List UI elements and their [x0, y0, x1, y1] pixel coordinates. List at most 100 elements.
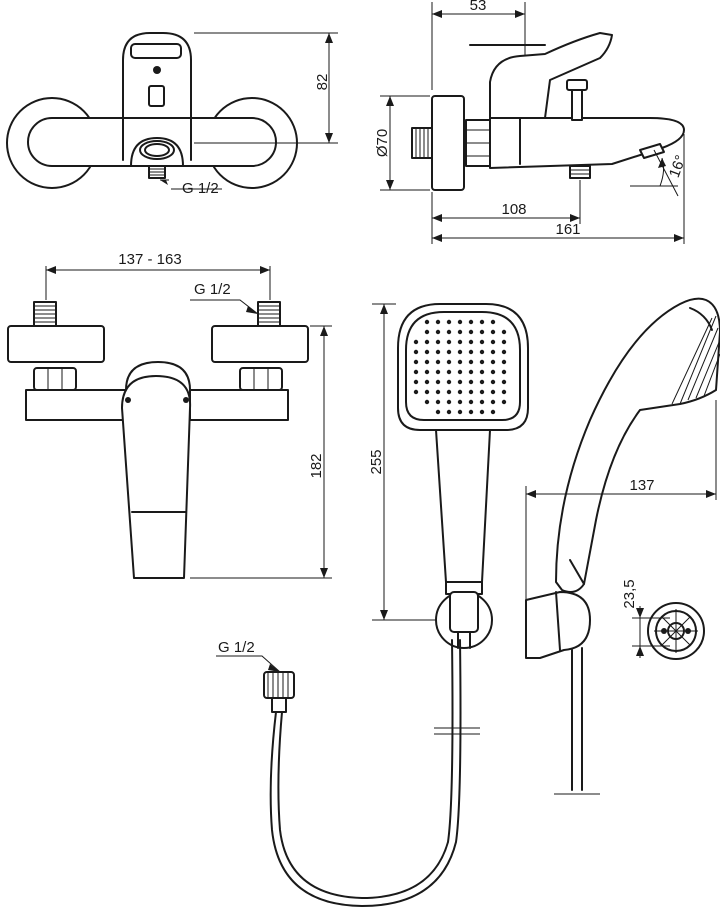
nozzle	[446, 319, 452, 325]
dim-82: 82	[314, 74, 331, 91]
nozzle	[468, 329, 474, 335]
dim-161: 161	[555, 221, 580, 238]
nozzle	[457, 409, 463, 415]
nozzle	[501, 379, 507, 385]
dim-137: 137	[629, 477, 654, 494]
dim-16-deg: 16°	[666, 153, 690, 180]
nozzle	[457, 339, 463, 345]
nozzle	[479, 359, 485, 365]
nozzle	[413, 359, 419, 365]
nozzle	[424, 349, 430, 355]
wall-mixer-front-view: 137 - 163 G 1/2 182	[7, 251, 332, 579]
hand-shower-front-view: 255	[368, 303, 529, 649]
nozzle	[479, 369, 485, 375]
nozzle	[435, 389, 441, 395]
nozzle	[501, 389, 507, 395]
nozzle	[457, 349, 463, 355]
nozzle	[413, 369, 419, 375]
nozzle	[424, 339, 430, 345]
nozzle	[490, 339, 496, 345]
nozzle	[413, 339, 419, 345]
dim-d70: Ø70	[374, 129, 391, 157]
dim-137-163: 137 - 163	[118, 251, 181, 268]
nozzle	[468, 369, 474, 375]
nozzle	[490, 359, 496, 365]
nozzle	[457, 379, 463, 385]
nozzle	[446, 399, 452, 405]
thread-label-hose: G 1/2	[218, 639, 255, 656]
nozzle	[501, 349, 507, 355]
nozzle	[446, 379, 452, 385]
nozzle	[435, 319, 441, 325]
front-view-bath-mixer: G 1/2 82	[6, 32, 338, 197]
nozzle	[424, 379, 430, 385]
nozzle	[413, 389, 419, 395]
nozzle	[479, 339, 485, 345]
nozzle	[490, 409, 496, 415]
dim-53: 53	[470, 0, 487, 14]
nozzle	[490, 349, 496, 355]
side-view-bath-mixer: 53 Ø70 16° 108 161	[374, 0, 690, 244]
nozzle	[468, 319, 474, 325]
nozzle	[479, 389, 485, 395]
nozzle	[468, 379, 474, 385]
nozzle	[446, 369, 452, 375]
nozzle	[501, 329, 507, 335]
thread-label-top: G 1/2	[182, 180, 219, 197]
nozzle	[490, 399, 496, 405]
nozzle	[446, 329, 452, 335]
nozzle	[446, 389, 452, 395]
nozzle	[446, 349, 452, 355]
dim-182: 182	[308, 453, 325, 478]
nozzle	[435, 359, 441, 365]
nozzle	[479, 319, 485, 325]
nozzle	[435, 409, 441, 415]
nozzle	[479, 349, 485, 355]
nozzle	[424, 329, 430, 335]
nozzle	[424, 389, 430, 395]
nozzle	[501, 359, 507, 365]
nozzle	[479, 409, 485, 415]
shower-hose: G 1/2	[216, 639, 480, 907]
nozzle	[424, 399, 430, 405]
nozzle	[501, 399, 507, 405]
nozzle	[435, 399, 441, 405]
nozzle	[413, 349, 419, 355]
nozzle	[457, 389, 463, 395]
nozzle	[490, 379, 496, 385]
nozzle	[435, 369, 441, 375]
nozzle	[479, 329, 485, 335]
hand-shower-side-view: 137 23,5	[525, 297, 720, 795]
nozzle	[457, 359, 463, 365]
nozzle	[468, 399, 474, 405]
nozzle	[446, 339, 452, 345]
nozzle	[457, 399, 463, 405]
dim-108: 108	[501, 201, 526, 218]
nozzle	[479, 379, 485, 385]
dim-255: 255	[368, 449, 385, 474]
nozzle	[490, 329, 496, 335]
nozzle	[490, 369, 496, 375]
nozzle	[468, 359, 474, 365]
nozzle	[413, 379, 419, 385]
nozzle	[468, 409, 474, 415]
nozzle	[501, 339, 507, 345]
nozzle	[468, 389, 474, 395]
nozzle	[435, 379, 441, 385]
nozzle	[457, 329, 463, 335]
nozzle	[490, 389, 496, 395]
nozzle-grid	[413, 319, 507, 415]
nozzle	[435, 349, 441, 355]
nozzle	[479, 399, 485, 405]
nozzle	[424, 319, 430, 325]
nozzle	[424, 369, 430, 375]
nozzle	[435, 329, 441, 335]
nozzle	[468, 339, 474, 345]
nozzle	[457, 319, 463, 325]
nozzle	[468, 349, 474, 355]
nozzle	[435, 339, 441, 345]
dim-23-5: 23,5	[621, 579, 638, 608]
nozzle	[446, 359, 452, 365]
nozzle	[424, 359, 430, 365]
